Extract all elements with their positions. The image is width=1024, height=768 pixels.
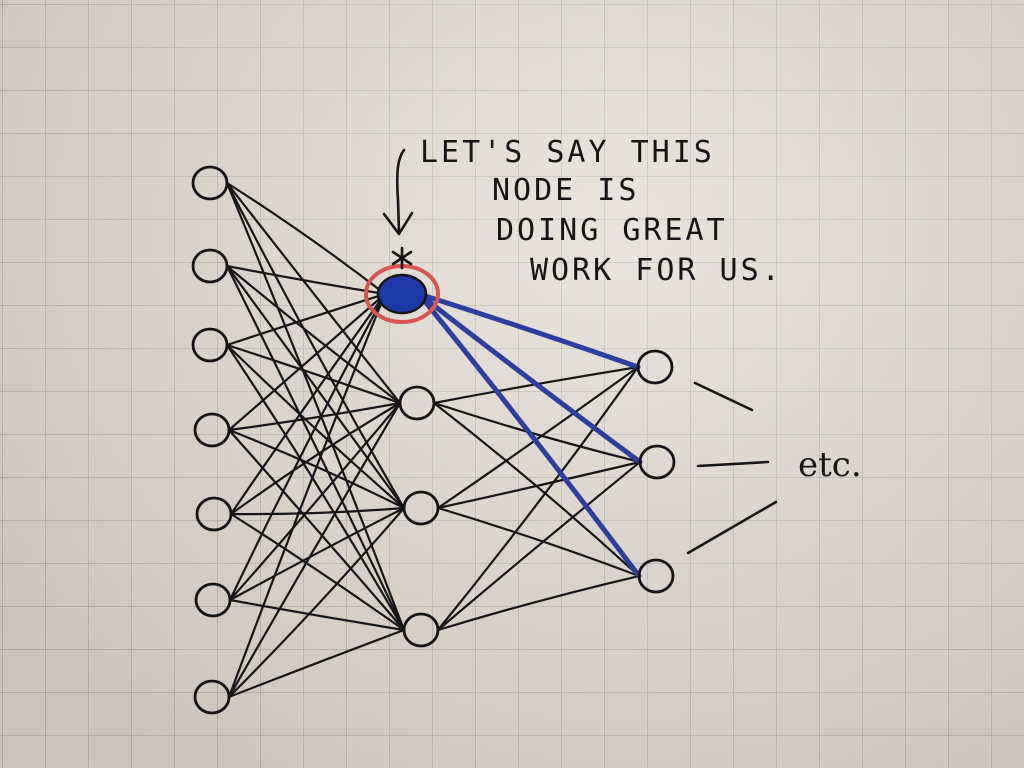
annotation-line-1: LET'S SAY THIS <box>420 135 715 170</box>
edge-input-1-hidden-2 <box>225 181 402 405</box>
edge-input-4-hidden-1 <box>227 292 387 432</box>
edge-input-4-hidden-2 <box>227 401 402 432</box>
edge-input-1-hidden-3 <box>225 181 406 510</box>
edge-input-7-hidden-3 <box>227 506 406 699</box>
edge-input-7-hidden-2 <box>227 401 402 699</box>
annotation-line-2: NODE IS <box>492 173 639 208</box>
input-node-7 <box>193 679 231 715</box>
edge-hidden-4-output-2 <box>436 460 642 632</box>
continuation-stroke-bottom <box>686 500 778 555</box>
input-node-4 <box>193 412 231 448</box>
highlighted-hidden-node <box>376 273 428 315</box>
highlighted-edges <box>416 291 643 579</box>
annotation-line-3: DOING GREAT <box>496 213 728 248</box>
highlighted-edge-output-2 <box>416 291 643 465</box>
etc-label: etc. <box>798 445 862 485</box>
annotation-text: LET'S SAY THIS NODE IS DOING GREAT WORK … <box>420 135 783 288</box>
annotation-arrow-icon <box>382 148 414 236</box>
edge-hidden-4-output-1 <box>436 365 640 632</box>
hidden-node-4 <box>402 612 440 648</box>
edge-hidden-3-output-1 <box>436 365 640 510</box>
edge-input-4-hidden-4 <box>227 428 406 632</box>
edge-input-5-hidden-3 <box>229 506 406 516</box>
edge-input-6-hidden-2 <box>228 401 402 602</box>
edge-hidden-4-output-3 <box>436 574 641 632</box>
edge-hidden-3-output-2 <box>436 460 642 510</box>
hidden-node-3 <box>402 490 440 526</box>
highlighted-edge-output-1 <box>416 291 641 370</box>
edge-input-5-hidden-4 <box>229 512 406 632</box>
hidden-node-2 <box>398 385 436 421</box>
edge-input-6-hidden-3 <box>228 506 406 602</box>
edge-input-7-hidden-1 <box>227 292 387 699</box>
input-node-1 <box>191 165 229 201</box>
output-node-2 <box>638 444 676 480</box>
edge-input-2-hidden-4 <box>225 264 406 632</box>
output-node-3 <box>637 558 675 594</box>
input-node-6 <box>194 582 232 618</box>
edge-input-5-hidden-1 <box>229 292 387 516</box>
edge-hidden-2-output-3 <box>432 401 641 578</box>
continuation-stroke-middle <box>696 460 770 468</box>
star-icon <box>391 246 413 270</box>
edge-input-2-hidden-2 <box>225 264 402 405</box>
continuation-stroke-top <box>693 381 754 412</box>
annotation-line-4: WORK FOR US. <box>530 253 783 288</box>
edge-input-3-hidden-2 <box>225 343 402 405</box>
edge-input-5-hidden-2 <box>229 401 402 516</box>
input-node-2 <box>191 248 229 284</box>
highlighted-edge-output-3 <box>416 291 642 579</box>
edge-input-1-hidden-1 <box>225 181 387 296</box>
edge-input-2-hidden-3 <box>225 264 406 510</box>
nodes <box>191 165 676 715</box>
input-node-5 <box>195 496 233 532</box>
edge-input-6-hidden-4 <box>228 598 406 632</box>
edge-hidden-2-output-2 <box>432 401 642 464</box>
output-node-1 <box>636 349 674 385</box>
input-hidden-edges <box>225 181 406 699</box>
edge-input-7-hidden-4 <box>227 628 406 699</box>
edge-input-3-hidden-4 <box>225 343 406 632</box>
hidden-output-edges <box>432 365 642 632</box>
edge-hidden-3-output-3 <box>436 506 641 578</box>
edge-input-1-hidden-4 <box>225 181 406 632</box>
edge-input-2-hidden-1 <box>225 264 387 296</box>
input-node-3 <box>191 327 229 363</box>
edge-input-6-hidden-1 <box>228 292 387 602</box>
